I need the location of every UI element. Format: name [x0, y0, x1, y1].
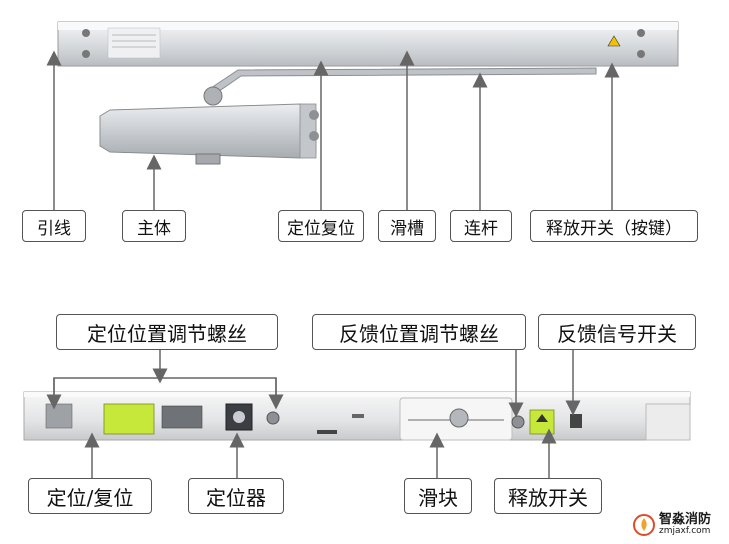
screw-icon — [511, 415, 525, 429]
brand-watermark: 智淼消防 zmjaxf.com — [632, 512, 711, 536]
screw-hole-icon — [82, 50, 90, 58]
label-feedback-signal-switch: 反馈信号开关 — [538, 314, 696, 350]
label-positioning-screw: 定位位置调节螺丝 — [56, 314, 278, 350]
flame-logo-icon — [632, 513, 655, 536]
linkage-arm — [203, 67, 597, 106]
info-sticker — [107, 27, 161, 59]
brand-name: 智淼消防 — [658, 512, 711, 527]
highlight-module — [103, 403, 155, 435]
warning-icon — [607, 35, 621, 47]
closer-main-body — [99, 103, 319, 165]
label-release-switch: 释放开关 — [494, 478, 602, 514]
screw-icon — [266, 411, 280, 425]
label-feedback-screw: 反馈位置调节螺丝 — [312, 314, 526, 350]
adjust-screw-icon — [309, 131, 319, 141]
reset-mechanism — [45, 403, 73, 429]
label-slide-groove: 滑槽 — [378, 210, 436, 242]
label-connecting-rod: 连杆 — [450, 210, 512, 242]
label-slider: 滑块 — [404, 478, 472, 514]
top-pointer-arrows — [46, 50, 620, 210]
top-slide-rail — [57, 21, 679, 67]
label-position-reset-bottom: 定位/复位 — [28, 478, 152, 514]
feedback-switch-module — [570, 414, 582, 428]
adjust-screw-icon — [309, 110, 319, 120]
screw-hole-icon — [637, 50, 645, 58]
label-main-body: 主体 — [122, 210, 186, 242]
label-position-reset: 定位复位 — [278, 210, 364, 242]
bottom-rail-inside-view — [23, 391, 691, 441]
label-positioner: 定位器 — [188, 478, 284, 514]
screw-hole-icon — [82, 29, 90, 37]
brand-url: zmjaxf.com — [658, 526, 711, 536]
screw-hole-icon — [637, 29, 645, 37]
label-release-switch-key: 释放开关（按键） — [530, 210, 698, 242]
bottom-pointer-arrows — [46, 348, 581, 478]
label-lead-line: 引线 — [22, 210, 86, 242]
